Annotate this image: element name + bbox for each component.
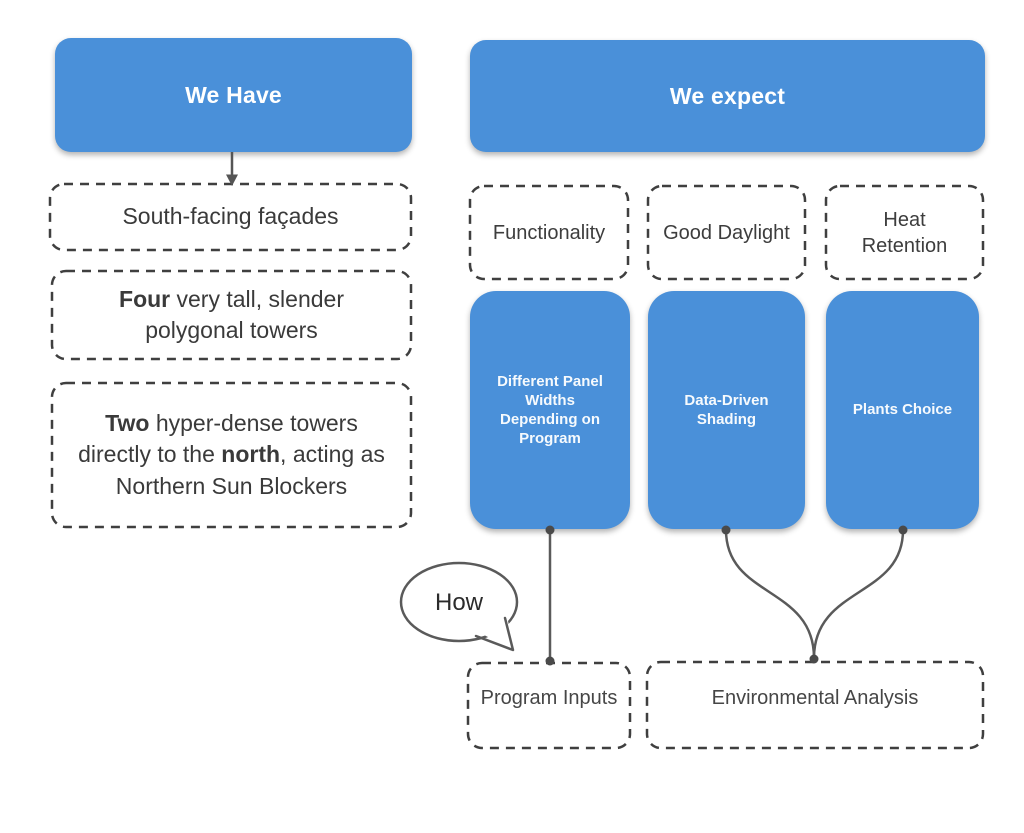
connector-plants-to-environmental [812, 529, 905, 659]
connector-shading-to-environmental [724, 529, 816, 659]
item-four-towers-label: Four very tall, slender polygonal towers [119, 285, 344, 343]
input-program-inputs: Program Inputs [468, 663, 630, 748]
expectation-functionality: Functionality [470, 186, 628, 279]
strategy-plants-choice: Plants Choice [826, 291, 979, 529]
how-text: How [434, 589, 483, 616]
expectation-good-daylight: Good Daylight [648, 186, 805, 279]
expectation-heat-retention: Heat Retention [826, 186, 983, 279]
item-south-facing-facades: South-facing façades [50, 184, 411, 250]
input-program-inputs-label: Program Inputs [480, 687, 618, 709]
we-have-header-box: We Have [55, 38, 412, 152]
strategy-panel-widths-label: Different Panel Widths Depending on Prog… [497, 372, 603, 448]
connector-dots [545, 525, 908, 666]
input-environmental-analysis-label: Environmental Analysis [711, 686, 919, 709]
item-four-towers: Four very tall, slender polygonal towers [52, 271, 411, 359]
input-environmental-analysis: Environmental Analysis [647, 662, 983, 748]
we-have-title: We Have [185, 81, 282, 108]
strategy-data-driven-shading: Data-Driven Shading [648, 291, 805, 529]
we-expect-header-box: We expect [470, 40, 985, 152]
item-south-facing-facades-label: South-facing façades [122, 203, 339, 230]
item-sun-blockers: Two hyper-dense towers directly to the n… [52, 383, 411, 527]
strategy-panel-widths: Different Panel Widths Depending on Prog… [470, 291, 630, 529]
expectation-heat-retention-label: Heat Retention [861, 208, 948, 257]
strategy-plants-choice-label: Plants Choice [852, 401, 953, 419]
expectation-good-daylight-label: Good Daylight [663, 221, 790, 244]
how-callout-label: How [401, 565, 517, 641]
item-sun-blockers-label: Two hyper-dense towers directly to the n… [78, 410, 385, 499]
strategy-data-driven-shading-label: Data-Driven Shading [684, 391, 769, 428]
expectation-functionality-label: Functionality [492, 221, 606, 244]
we-expect-title: We expect [669, 82, 786, 109]
